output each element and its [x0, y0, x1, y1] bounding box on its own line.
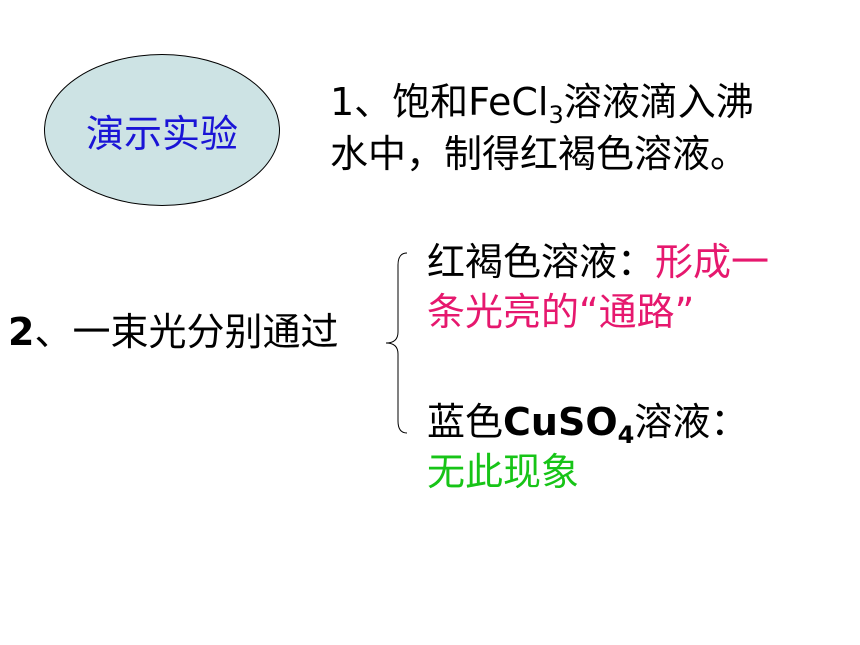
demo-label: 演示实验 — [85, 111, 238, 156]
result-red-prefix: 红褐色溶液： — [427, 240, 656, 284]
step2-label: 2、一束光分别通过 — [8, 308, 338, 356]
result-blue-formula: CuSO — [503, 400, 618, 444]
step2-number: 2 — [8, 310, 35, 354]
result-blue-suffix: 溶液： — [634, 400, 749, 444]
result-blue-phenomenon: 无此现象 — [427, 450, 580, 494]
result-red-phenomenon-2: 条光亮的“通路” — [427, 290, 695, 334]
step2-text: 、一束光分别通过 — [34, 310, 339, 354]
step1-line1-post: 溶液滴入沸 — [563, 80, 754, 124]
step1-line1-pre: 1、饱和FeCl — [330, 80, 549, 124]
result-red-line1: 红褐色溶液：形成一 — [427, 238, 769, 286]
demo-oval — [44, 54, 280, 206]
step1-subscript: 3 — [548, 101, 564, 129]
result-blue-line1: 蓝色CuSO4溶液： — [427, 398, 749, 449]
step1-line2: 水中，制得红褐色溶液。 — [330, 132, 749, 176]
result-red-phenomenon-1: 形成一 — [655, 240, 770, 284]
result-blue-prefix: 蓝色 — [427, 400, 504, 444]
curly-brace — [385, 252, 408, 434]
result-blue-formula-sub: 4 — [617, 421, 635, 449]
step1-line1: 1、饱和FeCl3溶液滴入沸 — [330, 78, 754, 129]
